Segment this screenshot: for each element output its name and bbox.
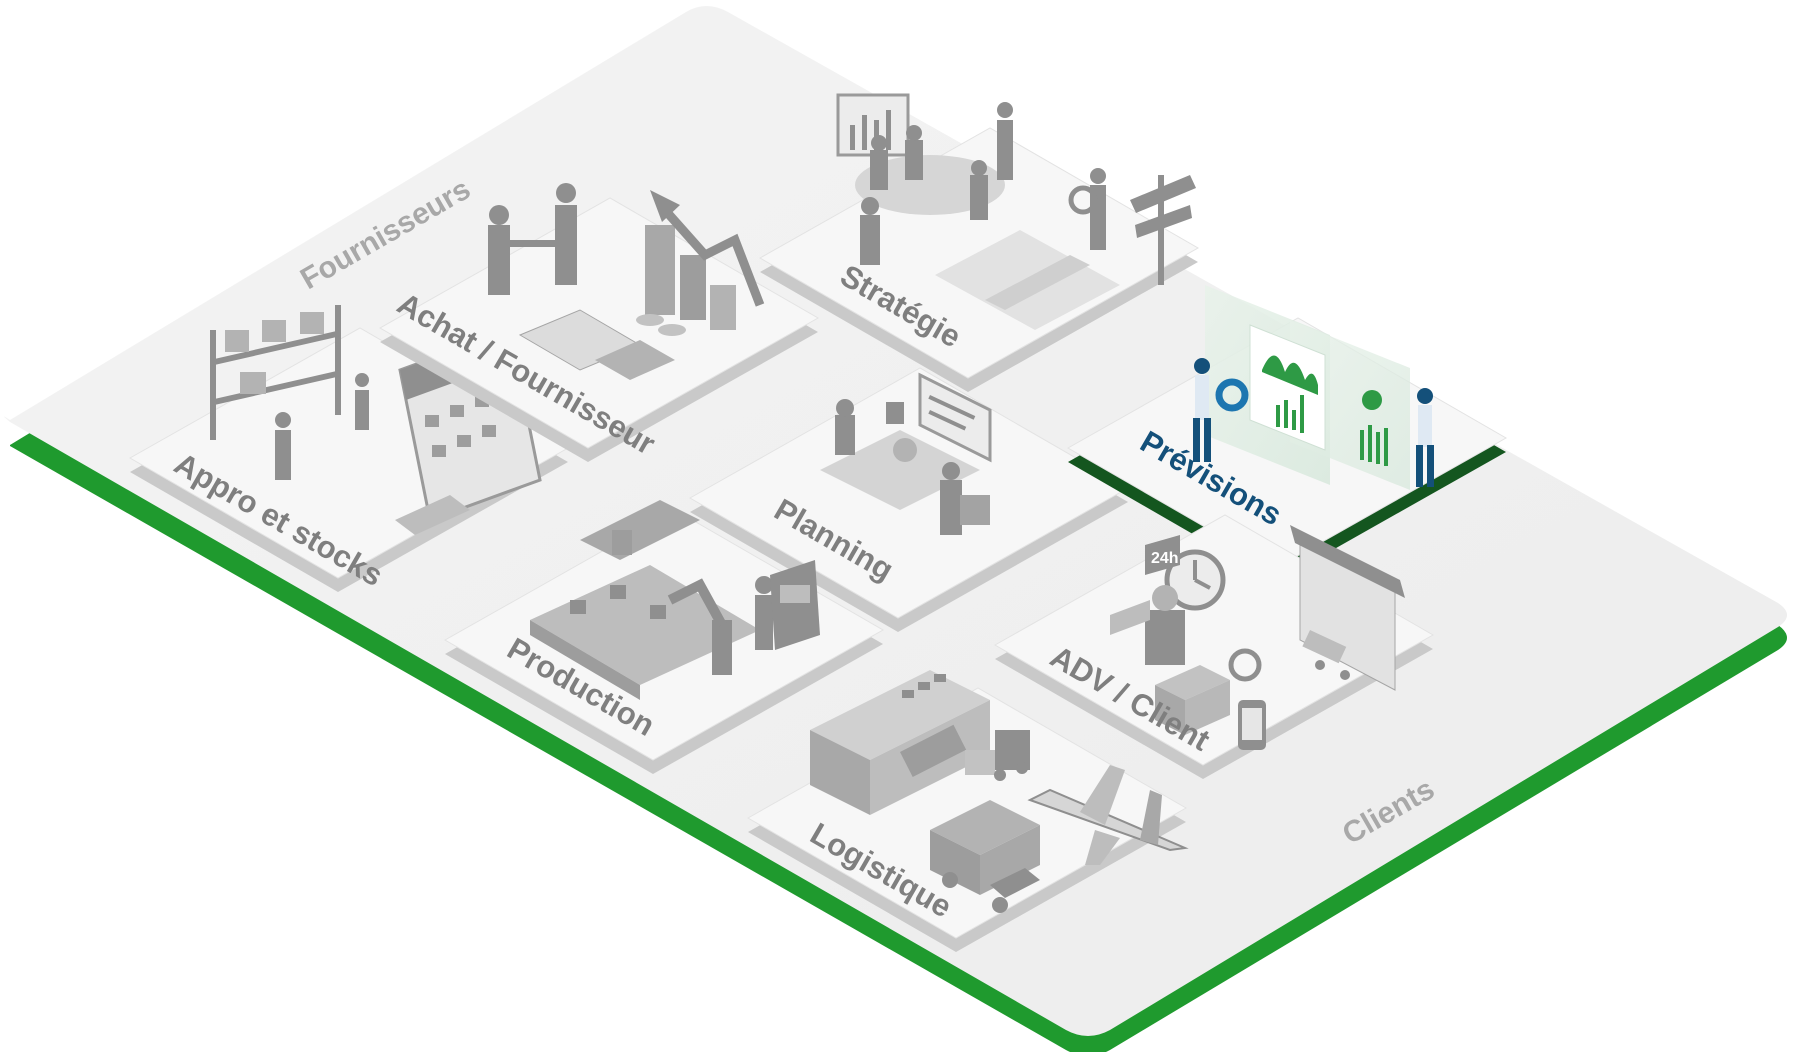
- tile-logistique[interactable]: Logistique: [746, 670, 1189, 952]
- meeting-signpost-icon: [836, 93, 1196, 330]
- tile-adv-client[interactable]: 24h ADV / Client: [993, 514, 1435, 779]
- handshake-chart-icon: [488, 183, 765, 380]
- planning-meeting-icon: [820, 372, 992, 535]
- tile-strategie[interactable]: Stratégie: [758, 93, 1200, 392]
- forecast-dashboard-icon: [1193, 285, 1434, 490]
- warehouse-truck-plane-icon: [810, 670, 1189, 913]
- svg-text:24h: 24h: [1151, 550, 1179, 567]
- tile-previsions[interactable]: Prévisions: [1066, 285, 1508, 582]
- tile-production[interactable]: Production: [443, 500, 885, 774]
- customer-service-shop-icon: 24h: [1110, 525, 1405, 750]
- tile-appro-stocks[interactable]: Appro et stocks: [128, 305, 570, 593]
- factory-robot-icon: [530, 500, 820, 700]
